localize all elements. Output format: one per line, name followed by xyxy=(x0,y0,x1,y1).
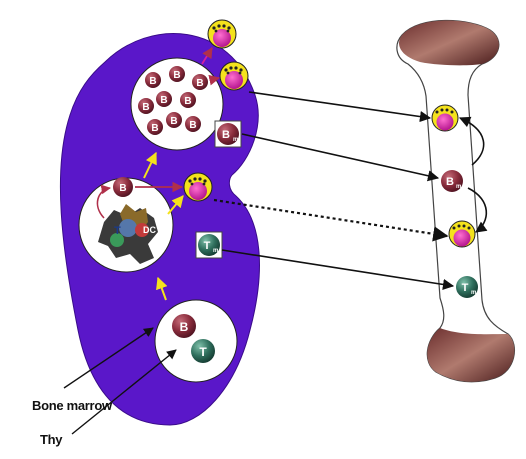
bone-end-top xyxy=(399,20,499,65)
bone-end-bottom xyxy=(427,328,514,382)
b-cell-letter: B xyxy=(142,102,149,113)
b-cell: B xyxy=(185,116,201,132)
bone-plasma-cell xyxy=(449,221,475,247)
bone xyxy=(397,20,515,381)
b-cell-letter: B xyxy=(170,116,177,127)
bone-marrow-label: Bone marrow xyxy=(32,398,112,413)
memory-b-letter: B xyxy=(446,176,454,188)
memory-t-letter: T xyxy=(204,240,211,252)
memory-subscript: m xyxy=(213,248,218,254)
b-cell-letter: B xyxy=(189,120,196,131)
memory-subscript: m xyxy=(233,137,238,143)
b-cell-letter: B xyxy=(173,70,180,81)
activated-b-cell: B xyxy=(113,177,133,197)
b-cell-letter: B xyxy=(151,123,158,134)
b-cell-letter: B xyxy=(149,76,156,87)
dendritic-cell-label: DC xyxy=(143,225,156,235)
b-cell-letter: B xyxy=(160,95,167,106)
memory-t-letter: T xyxy=(462,282,469,294)
t-cell-letter: T xyxy=(199,345,207,359)
b-cell: B xyxy=(156,91,172,107)
t-cell-letter: T xyxy=(114,225,121,237)
memory-subscript: m xyxy=(471,290,476,296)
b-cell: B xyxy=(145,72,161,88)
b-cell: B xyxy=(192,74,208,90)
memory-subscript: m xyxy=(456,184,461,190)
migration-arrow-memory-b xyxy=(242,134,438,178)
b-cell-letter: B xyxy=(119,183,126,194)
memory-b-letter: B xyxy=(222,129,230,141)
bone-plasma-cell xyxy=(432,105,458,131)
migration-arrow-plasma xyxy=(249,92,430,118)
plasma-cell xyxy=(208,20,236,48)
b-cell: B xyxy=(147,119,163,135)
bone-memory-b-cell: B m xyxy=(441,170,463,192)
memory-t-cell: T m xyxy=(196,232,222,258)
plasma-cell xyxy=(184,173,212,201)
thymus-label: Thy xyxy=(40,432,62,447)
b-cell-letter: B xyxy=(184,96,191,107)
follicle-circle-bottom xyxy=(155,300,237,382)
b-cell: B xyxy=(166,112,182,128)
bone-memory-t-cell: T m xyxy=(456,276,478,298)
naive-b-cell: B xyxy=(172,314,196,338)
b-cell-letter: B xyxy=(196,78,203,89)
plasma-cell xyxy=(220,62,248,90)
b-cell: B xyxy=(138,98,154,114)
b-cell-letter: B xyxy=(180,320,189,334)
memory-b-cell: B m xyxy=(215,121,241,147)
naive-t-cell: T xyxy=(191,339,215,363)
b-cell: B xyxy=(169,66,185,82)
b-cell: B xyxy=(180,92,196,108)
